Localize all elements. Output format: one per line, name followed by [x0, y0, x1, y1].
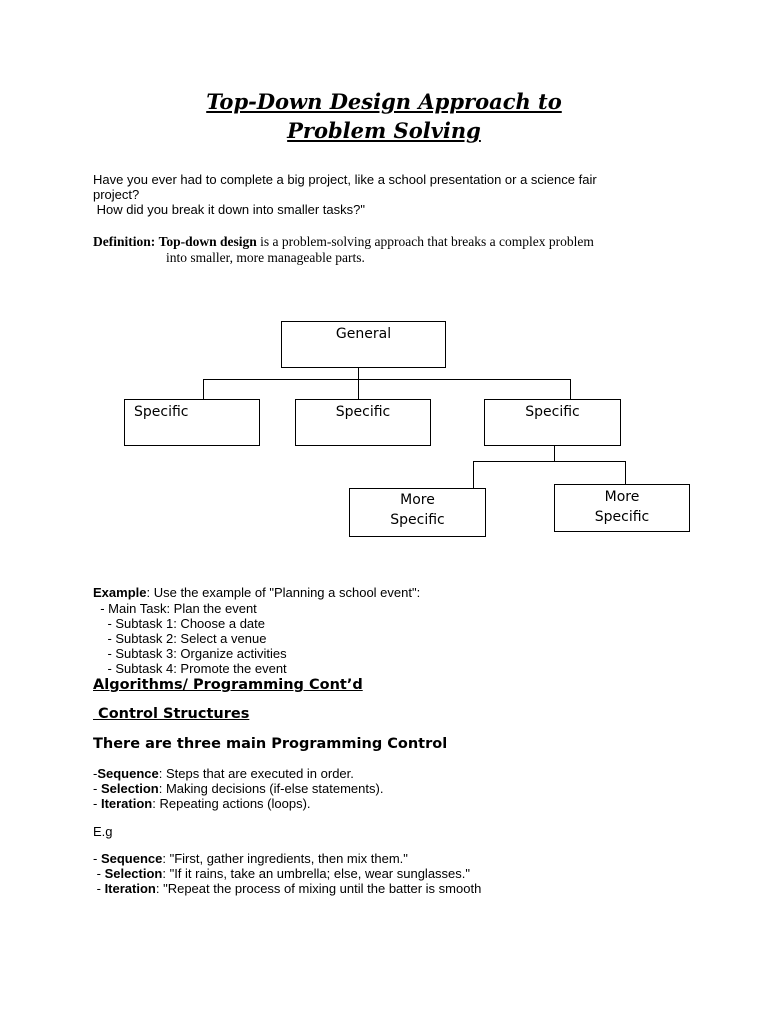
- definition-term: Top-down design: [158, 234, 257, 249]
- definition-text-1: is a problem-solving approach that break…: [256, 234, 594, 249]
- specific-box-3: Specific: [484, 399, 621, 446]
- intro-line-3: How did you break it down into smaller t…: [93, 202, 365, 217]
- connector-to-specific-3: [570, 379, 571, 399]
- control-structures-heading: Control Structures: [93, 706, 250, 722]
- algorithms-heading: Algorithms/ Programming Cont’d: [93, 677, 363, 693]
- more-specific-2-line-2: Specific: [594, 509, 650, 525]
- specific-label-1: Specific: [134, 404, 189, 420]
- specific-box-1: Specific: [124, 399, 260, 446]
- example-desc: : "If it rains, take an umbrella; else, …: [162, 866, 471, 881]
- example-item-3: - Subtask 2: Select a venue: [93, 631, 267, 646]
- connector-horizontal-bottom: [473, 461, 626, 462]
- example-text: : Use the example of "Planning a school …: [146, 585, 421, 600]
- example-term: Sequence: [100, 851, 163, 866]
- specific-label-3: Specific: [525, 404, 580, 420]
- structure-desc: : Making decisions (if-else statements).: [158, 781, 384, 796]
- more-specific-1-line-1: More: [400, 492, 435, 508]
- connector-to-more-specific-2: [625, 461, 626, 484]
- general-label: General: [335, 326, 392, 342]
- intro-line-1: Have you ever had to complete a big proj…: [93, 172, 597, 187]
- example-prefix: -: [93, 881, 105, 896]
- page-title-line-2: Problem Solving: [287, 118, 481, 143]
- structure-term: Sequence: [97, 766, 159, 781]
- structure-desc: : Repeating actions (loops).: [152, 796, 311, 811]
- structure-selection: - Selection: Making decisions (if-else s…: [93, 781, 383, 796]
- eg-label: E.g: [93, 824, 113, 839]
- connector-horizontal-top: [203, 379, 571, 380]
- connector-specific-3-down: [554, 445, 555, 462]
- connector-general-down: [358, 367, 359, 379]
- example-term: Selection: [104, 866, 163, 881]
- connector-to-specific-1: [203, 379, 204, 399]
- definition-line-2: into smaller, more manageable parts.: [166, 250, 365, 265]
- structure-term: Selection: [100, 781, 159, 796]
- general-box: General: [281, 321, 446, 368]
- example-prefix: -: [93, 866, 105, 881]
- connector-to-specific-2: [358, 379, 359, 399]
- page-title-line-1: Top-Down Design Approach to: [206, 89, 562, 114]
- structure-prefix: -: [93, 781, 101, 796]
- specific-box-2: Specific: [295, 399, 431, 446]
- connector-to-more-specific-1: [473, 461, 474, 488]
- example-item-5: - Subtask 4: Promote the event: [93, 661, 287, 676]
- more-specific-2-line-1: More: [604, 489, 640, 505]
- example-line: Example: Use the example of "Planning a …: [93, 585, 420, 600]
- specific-label-2: Specific: [335, 404, 391, 420]
- example-sequence: - Sequence: "First, gather ingredients, …: [93, 851, 408, 866]
- more-specific-1-line-2: Specific: [390, 512, 445, 528]
- structure-prefix: -: [93, 796, 101, 811]
- structure-sequence: -Sequence: Steps that are executed in or…: [93, 766, 354, 781]
- definition-label: Definition:: [93, 234, 156, 249]
- example-desc: : "First, gather ingredients, then mix t…: [162, 851, 408, 866]
- example-desc: : "Repeat the process of mixing until th…: [155, 881, 482, 896]
- example-item-4: - Subtask 3: Organize activities: [93, 646, 287, 661]
- example-item-2: - Subtask 1: Choose a date: [93, 616, 265, 631]
- three-controls-heading: There are three main Programming Control: [93, 736, 448, 752]
- example-term: Iteration: [104, 881, 156, 896]
- structure-prefix: -: [93, 766, 98, 781]
- more-specific-box-2: More Specific: [554, 484, 690, 532]
- intro-line-2: project?: [93, 187, 140, 202]
- structure-desc: : Steps that are executed in order.: [158, 766, 354, 781]
- example-iteration: - Iteration: "Repeat the process of mixi…: [93, 881, 482, 896]
- structure-iteration: - Iteration: Repeating actions (loops).: [93, 796, 311, 811]
- definition-line-1: Definition: Top-down design is a problem…: [93, 234, 594, 250]
- example-selection: - Selection: "If it rains, take an umbre…: [93, 866, 470, 881]
- more-specific-box-1: More Specific: [349, 488, 486, 537]
- example-item-1: - Main Task: Plan the event: [93, 601, 257, 616]
- example-label: Example: [93, 585, 147, 600]
- example-prefix: -: [93, 851, 101, 866]
- structure-term: Iteration: [100, 796, 153, 811]
